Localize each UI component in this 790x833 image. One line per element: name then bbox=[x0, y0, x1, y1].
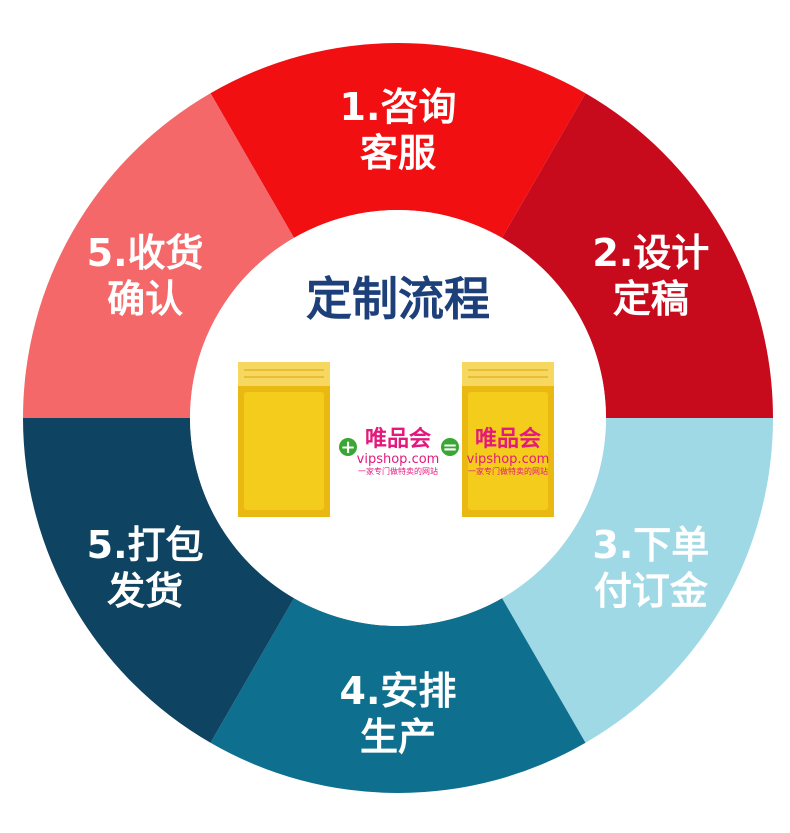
step-label-2-line2: 定稿 bbox=[613, 277, 689, 321]
step-segment-4 bbox=[210, 598, 586, 794]
step-segment-1 bbox=[210, 42, 586, 238]
brand-url: vipshop.com bbox=[357, 452, 440, 467]
step-label-2-line1: 2.设计 bbox=[592, 231, 709, 275]
step-label-6-line2: 确认 bbox=[107, 277, 183, 321]
step-segment-6 bbox=[23, 93, 294, 418]
branded-envelope-image: 唯品会 vipshop.com 一家专门做特卖的网站 bbox=[462, 362, 554, 517]
step-label-1-line1: 1.咨询 bbox=[340, 85, 457, 129]
envelope-brand-url: vipshop.com bbox=[467, 452, 550, 467]
brand-tagline: 一家专门做特卖的网站 bbox=[358, 466, 438, 476]
step-label-3-line2: 付订金 bbox=[594, 569, 709, 613]
step-label-5-line2: 发货 bbox=[107, 569, 183, 613]
step-label-4-line1: 4.安排 bbox=[340, 669, 457, 713]
plus-icon bbox=[339, 438, 357, 456]
step-segment-5 bbox=[23, 418, 294, 743]
step-label-3-line1: 3.下单 bbox=[592, 523, 709, 567]
envelope-brand-name: 唯品会 bbox=[475, 426, 541, 452]
step-segment-3 bbox=[502, 418, 773, 743]
step-label-1-line2: 客服 bbox=[360, 131, 436, 175]
plus-symbol: + bbox=[340, 437, 355, 458]
equals-symbol: = bbox=[442, 437, 457, 458]
step-label-5-line1: 5.打包 bbox=[87, 523, 204, 567]
diagram-title: 定制流程 bbox=[306, 272, 490, 326]
center-circle bbox=[190, 210, 606, 626]
equals-icon bbox=[441, 438, 459, 456]
brand-name: 唯品会 bbox=[365, 426, 431, 452]
step-segment-2 bbox=[502, 93, 773, 418]
envelope-brand-tagline: 一家专门做特卖的网站 bbox=[468, 466, 548, 476]
step-label-6-line1: 5.收货 bbox=[87, 231, 204, 275]
wheel-segments bbox=[23, 42, 773, 794]
plain-envelope-image bbox=[238, 362, 330, 517]
step-label-4-line2: 生产 bbox=[360, 715, 436, 759]
